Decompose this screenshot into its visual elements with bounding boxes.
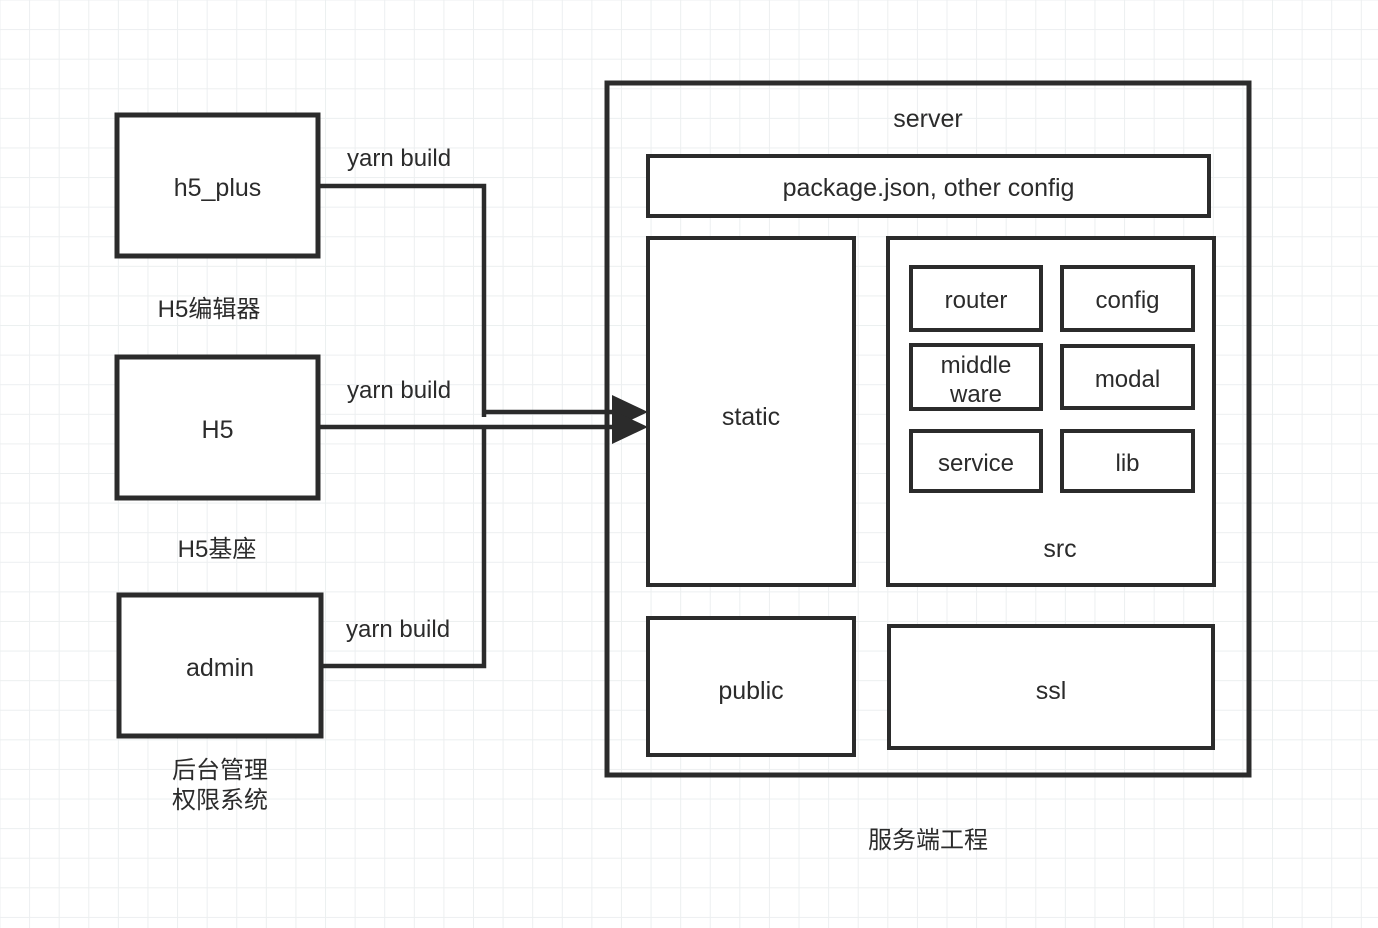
server-static-box[interactable]: static: [646, 236, 856, 587]
server-config-box-rect[interactable]: [646, 154, 1211, 218]
src-item-lib-rect[interactable]: [1060, 429, 1195, 493]
edge-label-h5: yarn build: [347, 377, 451, 404]
server-outer-box[interactable]: [604, 80, 1252, 778]
edge-label-admin: yarn build: [346, 616, 450, 643]
src-item-middleware-rect[interactable]: [909, 343, 1043, 411]
server-public-box-label: public: [718, 677, 783, 705]
src-item-router-label: router: [945, 287, 1008, 314]
edge-label-group: yarn build yarn build yarn build: [346, 145, 451, 643]
src-item-modal[interactable]: modal: [1060, 344, 1195, 410]
src-item-router-rect[interactable]: [909, 265, 1043, 332]
src-item-service-rect[interactable]: [909, 429, 1043, 493]
server-public-box[interactable]: public: [646, 616, 856, 757]
server-config-box[interactable]: package.json, other config: [646, 154, 1211, 218]
src-item-lib-label: lib: [1115, 450, 1139, 477]
arrowhead-lower: [612, 410, 648, 444]
node-h5-plus-label: h5_plus: [174, 174, 262, 202]
node-h5[interactable]: H5: [114, 354, 321, 501]
server-static-box-rect[interactable]: [646, 236, 856, 587]
server-ssl-box[interactable]: ssl: [887, 624, 1215, 750]
src-item-config-label: config: [1095, 287, 1159, 314]
server-title: server: [893, 105, 962, 133]
src-item-modal-label: modal: [1095, 366, 1160, 393]
src-item-config-rect[interactable]: [1060, 265, 1195, 332]
src-item-middleware-label-line1: middle: [941, 352, 1012, 379]
server-config-box-label: package.json, other config: [783, 174, 1075, 202]
server-ssl-box-rect[interactable]: [887, 624, 1215, 750]
node-admin-box[interactable]: [116, 592, 324, 739]
src-item-service[interactable]: service: [909, 429, 1043, 493]
src-item-modal-rect[interactable]: [1060, 344, 1195, 410]
node-h5-box[interactable]: [114, 354, 321, 501]
server-src-container[interactable]: router config middle ware modal: [886, 236, 1216, 587]
src-item-service-label: service: [938, 450, 1014, 477]
server-public-box-rect[interactable]: [646, 616, 856, 757]
caption-admin-line2: 权限系统: [172, 787, 268, 814]
server-static-box-label: static: [722, 403, 780, 431]
src-item-middleware-label-line2: ware: [949, 381, 1002, 408]
src-item-middleware[interactable]: middle ware: [909, 343, 1043, 411]
src-item-config[interactable]: config: [1060, 265, 1195, 332]
caption-server: 服务端工程: [868, 827, 988, 854]
connector-group: [318, 183, 648, 669]
connector-h5plus-to-server: [318, 183, 487, 417]
node-h5-label: H5: [202, 416, 234, 444]
node-h5-plus-box[interactable]: [114, 112, 321, 259]
src-item-lib[interactable]: lib: [1060, 429, 1195, 493]
src-item-router[interactable]: router: [909, 265, 1043, 332]
caption-h5: H5基座: [178, 536, 257, 563]
server-ssl-box-label: ssl: [1036, 677, 1067, 705]
left-column: h5_plus H5编辑器 H5 H5基座 admin 后台管理 权限系统: [114, 112, 324, 814]
server-container[interactable]: server package.json, other config static…: [604, 80, 1252, 778]
edge-label-h5plus: yarn build: [347, 145, 451, 172]
caption-admin-line1: 后台管理: [172, 757, 268, 784]
connector-admin-to-server: [321, 425, 487, 669]
node-admin[interactable]: admin: [116, 592, 324, 739]
src-title: src: [1043, 535, 1076, 563]
caption-h5-plus: H5编辑器: [158, 296, 261, 323]
node-admin-label: admin: [186, 654, 254, 682]
node-h5-plus[interactable]: h5_plus: [114, 112, 321, 259]
